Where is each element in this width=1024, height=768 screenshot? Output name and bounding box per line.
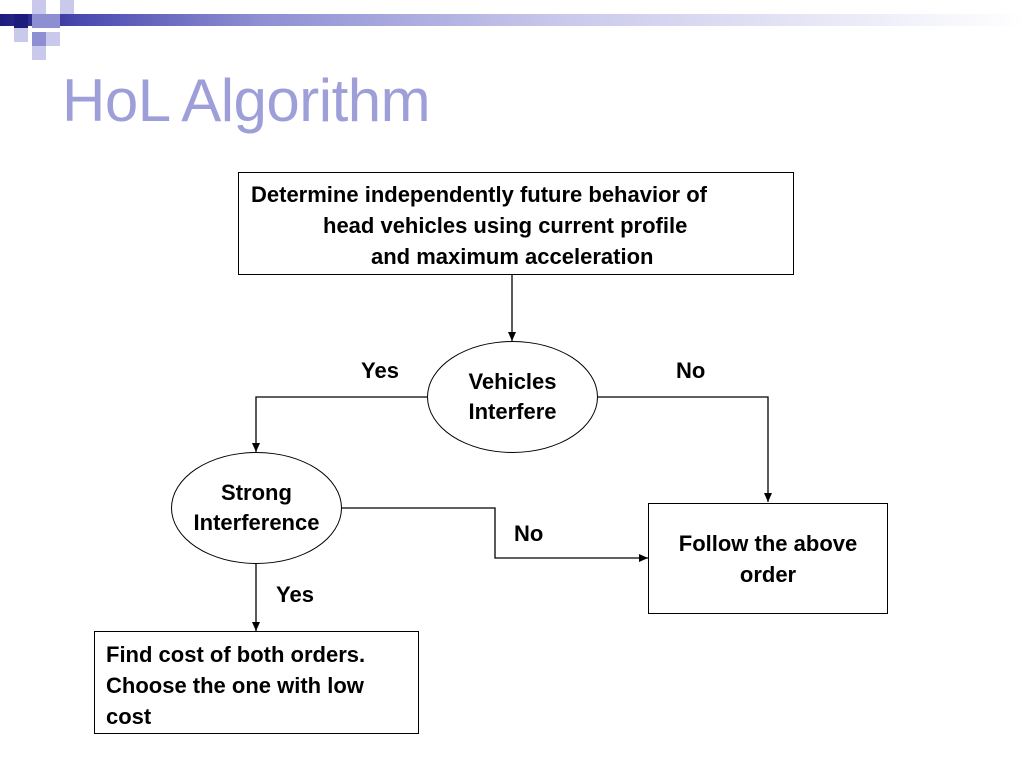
decision-label: Interference (193, 510, 320, 535)
branch-label-yes: Yes (276, 582, 314, 607)
find-cost-line: Find cost of both orders. (106, 642, 366, 667)
decorative-square (14, 28, 28, 42)
decision-label: Vehicles (468, 369, 557, 394)
arrow-interfere-no (597, 396, 772, 502)
decision-strong-interference: Strong Interference (171, 452, 342, 564)
header-gradient-bar (0, 14, 1024, 26)
decorative-square (14, 14, 28, 28)
arrow-interfere-yes (252, 396, 428, 452)
find-cost-line: cost (106, 704, 152, 729)
branch-label-no: No (676, 358, 706, 383)
start-process-line: and maximum acceleration (371, 244, 654, 269)
follow-order-box: Follow the above order (648, 503, 888, 614)
start-process-line: Determine independently future behavior … (251, 182, 707, 207)
decision-vehicles-interfere: Vehicles Interfere (427, 341, 598, 453)
decorative-square (32, 0, 46, 14)
find-cost-line: Choose the one with low (106, 673, 364, 698)
decorative-square (32, 14, 46, 28)
branch-label-no: No (514, 521, 544, 546)
arrow-strong-no (341, 507, 648, 562)
start-process-line: head vehicles using current profile (323, 213, 688, 238)
follow-order-line: Follow the above (678, 530, 858, 556)
follow-order-line: order (739, 561, 797, 587)
decision-label: Interfere (468, 399, 557, 424)
decision-label: Strong (221, 480, 292, 505)
start-process-box: Determine independently future behavior … (238, 172, 794, 275)
find-cost-box: Find cost of both orders. Choose the one… (94, 631, 419, 734)
decorative-square (32, 32, 46, 46)
slide-title: HoL Algorithm (62, 67, 431, 134)
decorative-square (32, 46, 46, 60)
decorative-square (46, 14, 60, 28)
decorative-square (46, 32, 60, 46)
branch-label-yes: Yes (361, 358, 399, 383)
decorative-square (60, 0, 74, 14)
